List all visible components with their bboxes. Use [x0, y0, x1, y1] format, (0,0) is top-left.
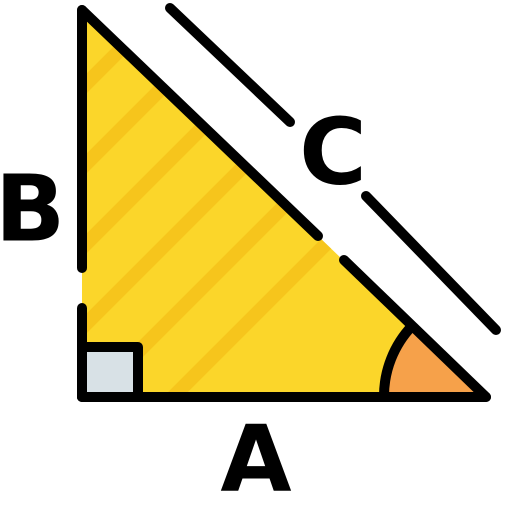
triangle-hypotenuse-upper — [77, 5, 323, 241]
side-c-dimension-line — [165, 3, 501, 335]
angle-arc — [378, 321, 417, 402]
right-angle-marker — [77, 342, 143, 402]
side-c-label: C — [299, 99, 367, 206]
side-a-label: A — [220, 406, 291, 512]
side-b-label: B — [0, 156, 65, 263]
triangle-outline — [77, 5, 491, 402]
